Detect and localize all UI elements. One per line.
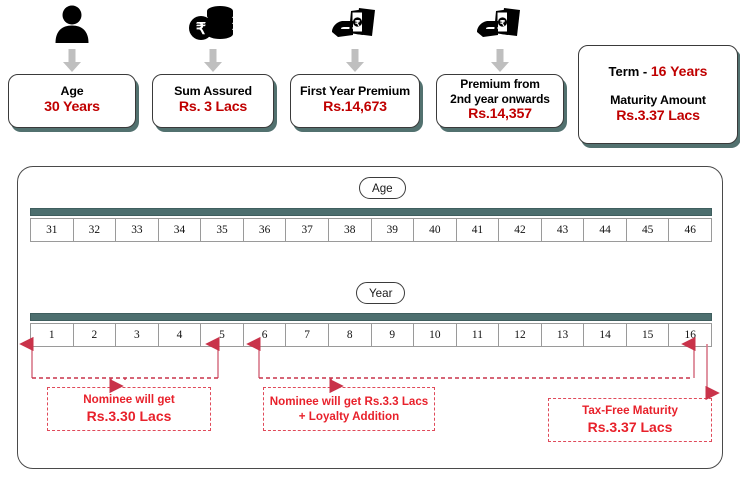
age-pill-label: Age — [359, 177, 406, 199]
callout-tax-free-maturity-line2: Rs.3.37 Lacs — [587, 419, 673, 436]
callout-nominee-early-line2: Rs.3.30 Lacs — [86, 408, 172, 425]
callout-nominee-early-line1: Nominee will get — [83, 393, 175, 407]
year-cell[interactable]: 15 — [625, 323, 670, 347]
callout-nominee-loyalty-line2: + Loyalty Addition — [298, 410, 400, 423]
down-arrow-icon — [8, 48, 136, 74]
age-cell[interactable]: 37 — [285, 218, 329, 242]
age-cell[interactable]: 39 — [370, 218, 415, 242]
age-cell[interactable]: 34 — [157, 218, 202, 242]
age-cell[interactable]: 35 — [200, 218, 244, 242]
age-cell[interactable]: 31 — [30, 218, 74, 242]
summary-card-sum-assured: ₹ Sum Assured Rs. 3 Lacs — [152, 0, 274, 128]
year-cell[interactable]: 3 — [115, 323, 159, 347]
card-age: Age 30 Years — [8, 74, 136, 128]
year-cell[interactable]: 2 — [72, 323, 117, 347]
year-cell[interactable]: 6 — [242, 323, 287, 347]
age-cell[interactable]: 45 — [625, 218, 670, 242]
term-label: Term - — [608, 64, 651, 80]
coins-icon: ₹ — [152, 0, 274, 48]
callout-tax-free-maturity-line1: Tax-Free Maturity — [582, 404, 678, 418]
age-cell[interactable]: 32 — [72, 218, 117, 242]
card-renewal-premium: Premium from 2nd year onwards Rs.14,357 — [436, 74, 564, 128]
down-arrow-icon — [152, 48, 274, 74]
summary-strip: Age 30 Years — [0, 0, 740, 152]
maturity-value: Rs.3.37 Lacs — [616, 108, 700, 125]
card-renewal-premium-label2: 2nd year onwards — [450, 91, 550, 106]
age-cell[interactable]: 40 — [413, 218, 457, 242]
year-cell[interactable]: 16 — [668, 323, 712, 347]
year-cell[interactable]: 1 — [30, 323, 74, 347]
year-cell[interactable]: 5 — [200, 323, 244, 347]
card-age-value: 30 Years — [44, 99, 100, 116]
year-cell[interactable]: 7 — [285, 323, 329, 347]
card-renewal-premium-label: Premium from — [460, 77, 540, 92]
down-arrow-icon — [436, 48, 564, 74]
year-cell[interactable]: 4 — [157, 323, 202, 347]
year-cell[interactable]: 10 — [413, 323, 457, 347]
cash-hand-icon: ₹ — [436, 0, 564, 48]
year-track-bar — [30, 313, 712, 321]
card-term-maturity: Term - 16 Years Maturity Amount Rs.3.37 … — [578, 45, 738, 144]
svg-text:₹: ₹ — [355, 19, 360, 28]
summary-card-age: Age 30 Years — [8, 0, 136, 128]
age-cell[interactable]: 43 — [540, 218, 585, 242]
card-sum-assured-label: Sum Assured — [174, 84, 252, 99]
summary-card-first-year-premium: ₹ First Year Premium Rs.14,673 — [290, 0, 420, 128]
callout-nominee-loyalty: Nominee will get Rs.3.3 Lacs + Loyalty A… — [263, 387, 435, 431]
down-arrow-icon — [290, 48, 420, 74]
card-first-year-premium-label: First Year Premium — [299, 84, 411, 99]
card-first-year-premium: First Year Premium Rs.14,673 — [290, 74, 420, 128]
age-cell[interactable]: 44 — [583, 218, 627, 242]
card-sum-assured-value: Rs. 3 Lacs — [178, 99, 248, 116]
card-renewal-premium-value: Rs.14,357 — [468, 106, 532, 123]
svg-text:₹: ₹ — [196, 21, 206, 38]
maturity-label: Maturity Amount — [610, 93, 706, 108]
callout-tax-free-maturity: Tax-Free Maturity Rs.3.37 Lacs — [548, 398, 712, 442]
cash-hand-icon: ₹ — [290, 0, 420, 48]
year-cell[interactable]: 13 — [540, 323, 585, 347]
year-cell[interactable]: 8 — [327, 323, 372, 347]
age-cell[interactable]: 41 — [455, 218, 500, 242]
age-cell[interactable]: 46 — [668, 218, 712, 242]
summary-card-renewal-premium: ₹ Premium from 2nd year onwards Rs.14,35… — [436, 0, 564, 128]
callout-nominee-early: Nominee will get Rs.3.30 Lacs — [47, 387, 211, 431]
year-cell[interactable]: 12 — [498, 323, 542, 347]
year-pill-label: Year — [356, 282, 406, 304]
age-cell[interactable]: 36 — [242, 218, 287, 242]
age-cell[interactable]: 42 — [498, 218, 542, 242]
year-cell[interactable]: 11 — [455, 323, 500, 347]
card-age-label: Age — [60, 84, 84, 99]
term-row: Term - 16 Years — [609, 63, 708, 80]
age-cell[interactable]: 33 — [115, 218, 159, 242]
person-icon — [8, 0, 136, 48]
year-cell[interactable]: 9 — [370, 323, 415, 347]
maturity-row: Maturity Amount Rs.3.37 Lacs — [610, 93, 706, 125]
card-first-year-premium-value: Rs.14,673 — [323, 99, 387, 116]
age-track-bar — [30, 208, 712, 216]
term-value: 16 Years — [650, 63, 708, 80]
age-cell[interactable]: 38 — [327, 218, 372, 242]
card-sum-assured: Sum Assured Rs. 3 Lacs — [152, 74, 274, 128]
callout-nominee-loyalty-line1: Nominee will get Rs.3.3 Lacs — [269, 394, 429, 408]
svg-text:₹: ₹ — [500, 19, 505, 28]
year-cell[interactable]: 14 — [583, 323, 627, 347]
